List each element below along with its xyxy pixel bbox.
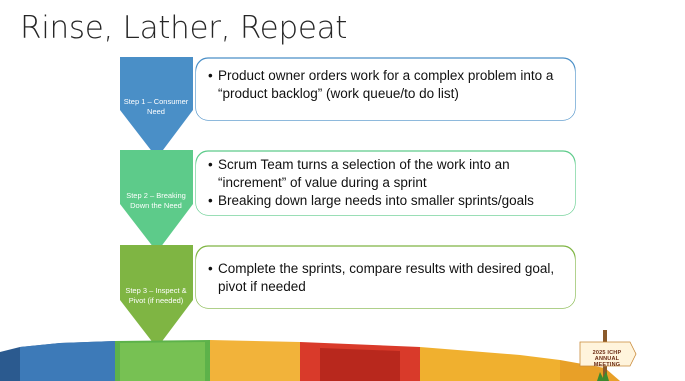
step-2-bullet-1: • Scrum Team turns a selection of the wo… <box>208 156 563 192</box>
bullet-dot: • <box>208 157 213 172</box>
bullet-dot: • <box>208 68 213 83</box>
meeting-badge-text: 2025 ICHP ANNUAL MEETING <box>592 350 622 368</box>
bullet-text: Product owner orders work for a complex … <box>218 68 554 101</box>
bullet-text: Scrum Team turns a selection of the work… <box>218 157 510 190</box>
step-2-chevron <box>120 150 193 252</box>
step-2-bullet-2: • Breaking down large needs into smaller… <box>208 192 563 210</box>
step-2-box: • Scrum Team turns a selection of the wo… <box>196 153 575 215</box>
bullet-dot: • <box>208 261 213 276</box>
footer-stripes <box>0 340 620 381</box>
bullet-text: Breaking down large needs into smaller s… <box>218 193 534 208</box>
bullet-dot: • <box>208 193 213 208</box>
meeting-badge-graphic <box>579 330 637 381</box>
bullet-text: Complete the sprints, compare results wi… <box>218 261 555 294</box>
step-1-bullet: • Product owner orders work for a comple… <box>208 67 563 103</box>
step-3-chevron <box>120 245 193 348</box>
step-1-label: Step 1 – Consumer Need <box>123 97 189 116</box>
step-2-label: Step 2 – Breaking Down the Need <box>126 191 186 210</box>
step-3-box: • Complete the sprints, compare results … <box>196 248 575 308</box>
step-3-bullet: • Complete the sprints, compare results … <box>208 260 563 296</box>
slide-title: Rinse, Lather, Repeat <box>20 10 348 46</box>
step-3-label: Step 3 – Inspect & Pivot (if needed) <box>125 286 187 305</box>
step-1-box: • Product owner orders work for a comple… <box>196 60 575 120</box>
step-1-chevron <box>120 57 193 158</box>
